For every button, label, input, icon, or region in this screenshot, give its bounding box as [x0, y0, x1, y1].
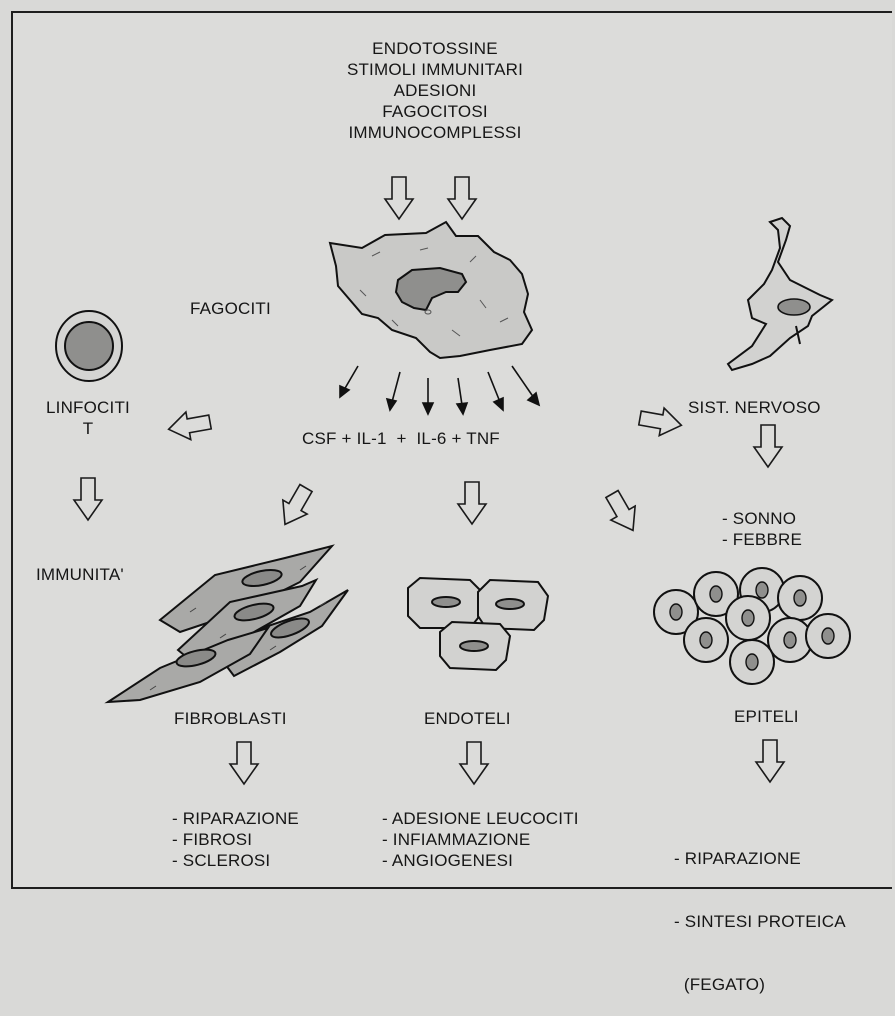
arrow-to-lymphocytes	[166, 408, 212, 443]
endothelial-effect: - ADESIONE LEUCOCITI	[382, 808, 579, 829]
lymphocytes-label: LINFOCITI T	[38, 397, 138, 439]
endothelial-effects-list: - ADESIONE LEUCOCITI - INFIAMMAZIONE - A…	[382, 808, 579, 871]
epithelial-effects-list: - RIPARAZIONE - SINTESI PROTEICA (FEGATO…	[674, 806, 846, 1016]
immunity-label: IMMUNITA'	[36, 564, 124, 585]
stimulus-label: ADESIONI	[300, 80, 570, 101]
nervous-effect: - SONNO	[722, 508, 802, 529]
arrow-epithelial-effects	[756, 740, 784, 782]
fibroblast-effects-list: - RIPARAZIONE - FIBROSI - SCLEROSI	[172, 808, 299, 871]
fibroblasts-label: FIBROBLASTI	[174, 708, 287, 729]
epithelia-label: EPITELI	[734, 706, 799, 727]
arrow-lymph-to-immunity	[74, 478, 102, 520]
stimulus-label: STIMOLI IMMUNITARI	[300, 59, 570, 80]
epithelial-effect: - SINTESI PROTEICA	[674, 911, 846, 932]
stimulus-label: FAGOCITOSI	[300, 101, 570, 122]
endothelia-label: ENDOTELI	[424, 708, 511, 729]
arrow-to-fibroblasts	[273, 481, 318, 531]
nervous-effects-list: - SONNO - FEBBRE	[722, 508, 802, 550]
stimulus-label: ENDOTOSSINE	[300, 38, 570, 59]
stimulus-label: IMMUNOCOMPLESSI	[300, 122, 570, 143]
lymphocyte-cell	[56, 311, 122, 381]
nervous-effect: - FEBBRE	[722, 529, 802, 550]
arrow-to-epithelia	[600, 487, 645, 537]
epithelial-cells	[654, 568, 850, 684]
cytokines-label: CSF + IL-1 + IL-6 + TNF	[302, 428, 500, 449]
stimuli-list: ENDOTOSSINE STIMOLI IMMUNITARI ADESIONI …	[300, 38, 570, 143]
epithelial-effect: - RIPARAZIONE	[674, 848, 846, 869]
stimulus-arrow-right	[448, 177, 476, 219]
phagocyte-cell	[330, 222, 532, 358]
arrow-fibroblast-effects	[230, 742, 258, 784]
endothelial-effect: - ANGIOGENESI	[382, 850, 579, 871]
endothelial-effect: - INFIAMMAZIONE	[382, 829, 579, 850]
endothelial-cells	[408, 578, 548, 670]
arrow-nervous-to-effects	[754, 425, 782, 467]
fibroblast-effect: - RIPARAZIONE	[172, 808, 299, 829]
nerve-cell	[728, 218, 832, 370]
arrow-to-endothelia	[458, 482, 486, 524]
cytokine-release-arrows	[340, 366, 539, 414]
phagocytes-label: FAGOCITI	[190, 298, 271, 319]
arrow-endothelial-effects	[460, 742, 488, 784]
epithelial-effect: (FEGATO)	[674, 974, 846, 995]
fibroblast-effect: - SCLEROSI	[172, 850, 299, 871]
stimulus-arrow-left	[385, 177, 413, 219]
nervous-system-label: SIST. NERVOSO	[688, 397, 821, 418]
lymphocytes-line: LINFOCITI	[38, 397, 138, 418]
arrow-to-nervous-system	[638, 404, 684, 439]
lymphocytes-line: T	[38, 418, 138, 439]
fibroblast-cells	[108, 546, 348, 702]
fibroblast-effect: - FIBROSI	[172, 829, 299, 850]
